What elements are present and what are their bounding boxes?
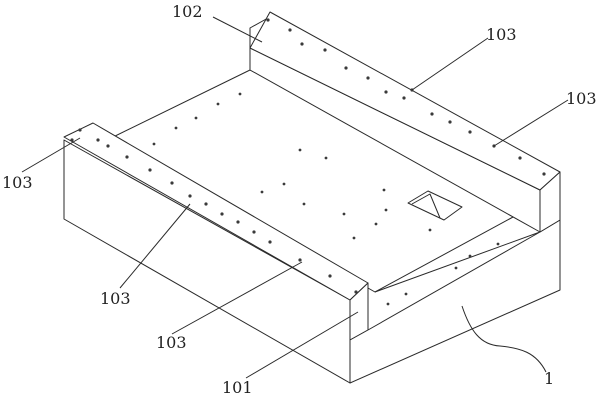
label-103-left: 103 (2, 173, 33, 192)
leader-103-bottom (171, 261, 303, 335)
leader-101 (245, 311, 359, 379)
leader-103-right (493, 99, 569, 147)
back-rail-right-face (539, 171, 561, 233)
leader-103-lower-left (119, 203, 191, 289)
deck-front-edge (374, 231, 541, 293)
label-103-bottom: 103 (156, 333, 187, 352)
label-103-top-right: 103 (486, 25, 517, 44)
label-103-right: 103 (566, 89, 597, 108)
leader-103-top-right (411, 37, 489, 91)
label-1: 1 (544, 369, 554, 388)
label-103-lower-left: 103 (100, 289, 131, 308)
deck-holes (152, 92, 500, 306)
leader-103-left (21, 137, 81, 173)
front-rail-holes (70, 128, 358, 294)
leader-1 (461, 305, 547, 373)
label-102: 102 (172, 2, 203, 21)
opening-inner-edge (411, 193, 441, 219)
leader-102 (212, 16, 263, 43)
label-101: 101 (222, 378, 253, 397)
